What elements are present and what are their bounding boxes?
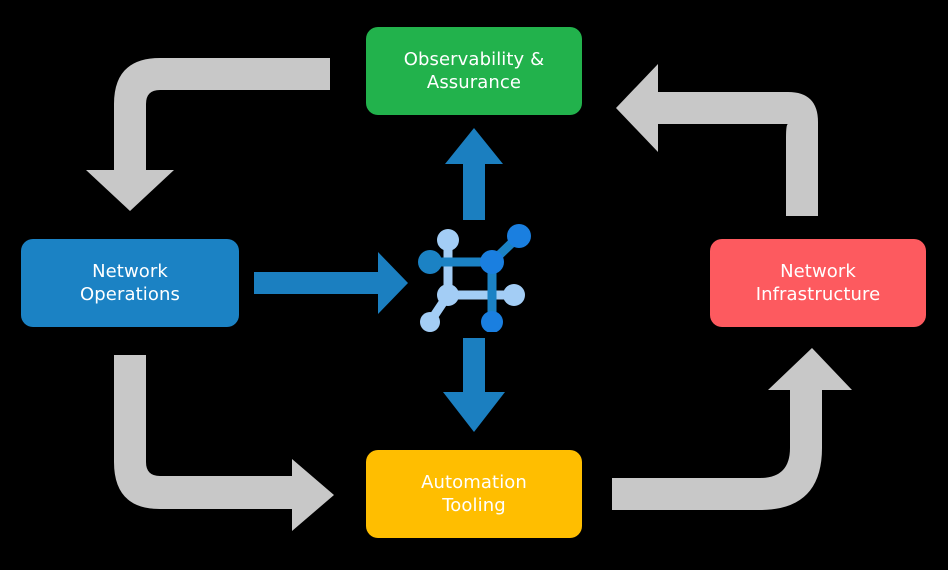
arrow-observability-to-operations (86, 58, 330, 211)
topology-node-light-top (437, 229, 459, 251)
node-label-observability: Observability & Assurance (403, 48, 545, 93)
topology-node-dark-bottom (481, 311, 503, 332)
arrow-automation-to-infrastructure (612, 348, 852, 510)
node-observability-assurance[interactable]: Observability & Assurance (366, 27, 582, 115)
node-label-automation: Automation Tooling (421, 471, 527, 516)
arrow-infrastructure-to-observability (616, 64, 818, 216)
network-topology-icon (418, 224, 531, 332)
topology-node-dark-center (480, 250, 504, 274)
arrow-center-to-automation (443, 338, 505, 432)
node-label-operations: Network Operations (80, 260, 180, 305)
node-label-infrastructure: Network Infrastructure (755, 260, 881, 305)
topology-node-dark-left (418, 250, 442, 274)
topology-node-light-right (503, 284, 525, 306)
node-network-operations[interactable]: Network Operations (21, 239, 239, 327)
topology-node-light-bottom-left (420, 312, 440, 332)
topology-node-light-mid (437, 284, 459, 306)
node-automation-tooling[interactable]: Automation Tooling (366, 450, 582, 538)
arrow-operations-to-center (254, 252, 408, 314)
arrow-operations-to-automation (114, 355, 334, 531)
arrow-center-to-observability (445, 128, 503, 220)
node-network-infrastructure[interactable]: Network Infrastructure (710, 239, 926, 327)
topology-node-dark-top-right (507, 224, 531, 248)
